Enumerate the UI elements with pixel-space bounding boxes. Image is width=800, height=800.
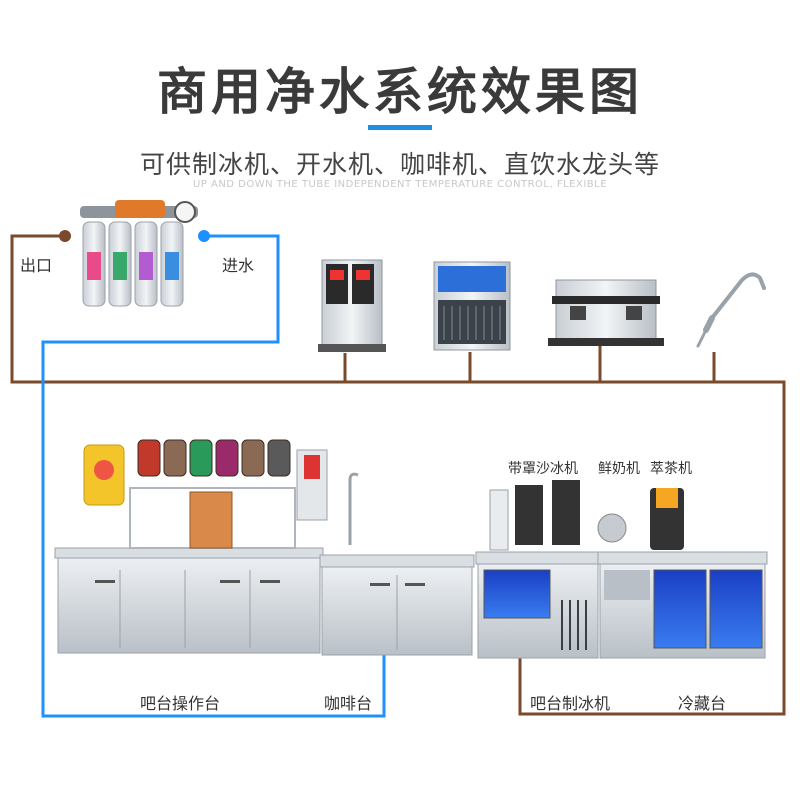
page-caption: UP AND DOWN THE TUBE INDEPENDENT TEMPERA… xyxy=(192,179,608,190)
inlet-label: 进水 xyxy=(222,256,255,275)
outlet-dot xyxy=(59,230,71,242)
fridge-counter-label: 冷藏台 xyxy=(678,694,727,713)
brown-pipe xyxy=(10,234,786,716)
ice-machine-icon xyxy=(433,261,511,351)
water-boiler-icon xyxy=(318,259,386,352)
slush-machine-label: 带罩沙冰机 xyxy=(508,461,578,477)
bar-operation-counter xyxy=(54,439,328,654)
fridge-counter xyxy=(597,488,768,659)
blue-pipe xyxy=(41,234,386,718)
inlet-dot xyxy=(198,230,210,242)
page-title: 商用净水系统效果图 xyxy=(157,63,643,121)
title-accent-bar xyxy=(368,125,432,130)
bar-operation-label: 吧台操作台 xyxy=(140,694,221,713)
tea-machine-label: 萃茶机 xyxy=(650,461,692,477)
coffee-counter xyxy=(319,472,475,656)
bar-ice-maker xyxy=(475,480,601,659)
ice-bar-label: 吧台制冰机 xyxy=(530,694,611,713)
milk-machine-label: 鲜奶机 xyxy=(598,461,640,477)
espresso-machine-icon xyxy=(548,279,664,346)
faucet-icon xyxy=(696,272,766,348)
outlet-label: 出口 xyxy=(20,256,53,275)
coffee-counter-label: 咖啡台 xyxy=(324,694,373,713)
water-filter-icon xyxy=(80,200,198,307)
page-subtitle: 可供制冰机、开水机、咖啡机、直饮水龙头等 xyxy=(139,150,660,179)
